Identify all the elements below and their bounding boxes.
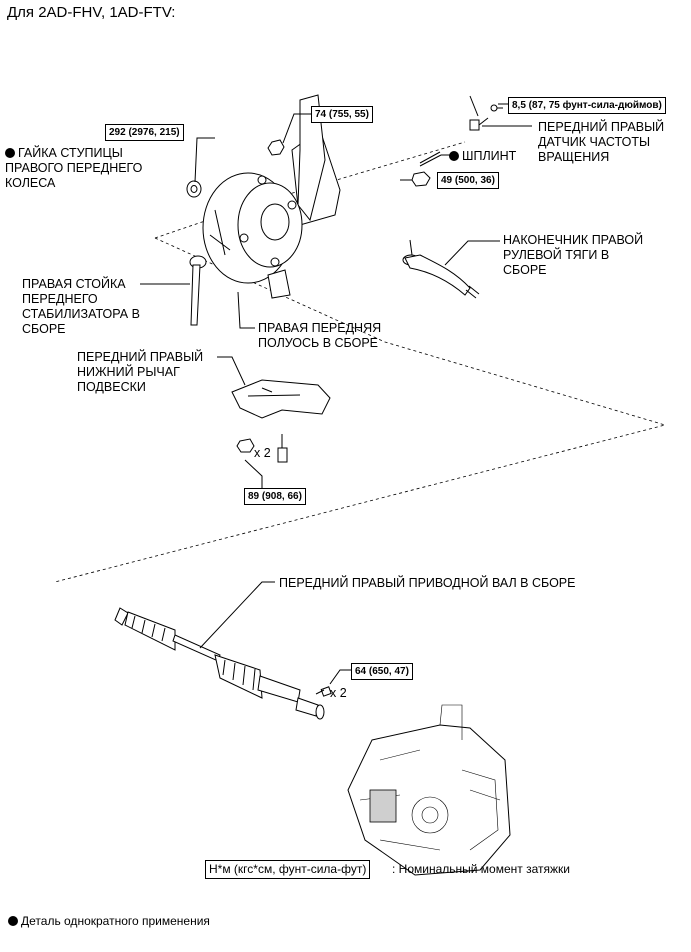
label-qty-drive-shaft: x 2 (330, 686, 347, 700)
label-hub-nut: ГАЙКА СТУПИЦЫ ПРАВОГО ПЕРЕДНЕГО КОЛЕСА (5, 146, 143, 190)
torque-speed-sensor: 8,5 (87, 75 фунт-сила-дюймов) (508, 97, 666, 114)
label-drive-shaft: ПЕРЕДНИЙ ПРАВЫЙ ПРИВОДНОЙ ВАЛ В СБОРЕ (279, 576, 576, 590)
assembly-dash-line-lower (54, 237, 667, 583)
stabilizer-link-drawing (189, 255, 207, 326)
knuckle-nut-drawing (267, 139, 285, 156)
torque-drive-shaft: 64 (650, 47) (351, 663, 413, 680)
torque-tie-rod-nut: 49 (500, 36) (437, 172, 499, 189)
torque-knuckle-nut: 74 (755, 55) (311, 106, 373, 123)
label-lower-arm: ПЕРЕДНИЙ ПРАВЫЙ НИЖНИЙ РЫЧАГ ПОДВЕСКИ (77, 350, 204, 394)
transmission-drawing (347, 704, 511, 876)
drive-shaft-bolt-drawing (315, 686, 332, 697)
non-reusable-dot-icon (8, 916, 18, 926)
label-front-axle: ПРАВАЯ ПЕРЕДНЯЯ ПОЛУОСЬ В СБОРЕ (258, 321, 382, 350)
label-speed-sensor: ПЕРЕДНИЙ ПРАВЫЙ ДАТЧИК ЧАСТОТЫ ВРАЩЕНИЯ (538, 120, 665, 164)
lower-arm-drawing (231, 379, 331, 419)
label-tie-rod-end: НАКОНЕЧНИК ПРАВОЙ РУЛЕВОЙ ТЯГИ В СБОРЕ (503, 233, 644, 277)
speed-sensor-drawing (469, 95, 503, 131)
lower-arm-bolt-drawing (236, 434, 288, 463)
label-cotter-pin: ШПЛИНТ (449, 149, 516, 164)
cotter-pin-drawing (419, 151, 442, 167)
page-title: Для 2AD-FHV, 1AD-FTV: (7, 4, 176, 21)
steering-knuckle-drawing (202, 94, 341, 299)
drive-shaft-drawing (114, 607, 325, 720)
legend-non-reusable: Деталь однократного применения (8, 914, 210, 928)
torque-hub-nut: 292 (2976, 215) (105, 124, 184, 141)
tie-rod-end-drawing (402, 239, 480, 299)
non-reusable-dot-icon (449, 151, 459, 161)
label-qty-lower-arm: x 2 (254, 446, 271, 460)
legend-torque-unit-text: : Номинальный момент затяжки (392, 862, 570, 876)
hub-nut-drawing (186, 180, 202, 198)
non-reusable-dot-icon (5, 148, 15, 158)
leader-lines (140, 103, 532, 685)
castle-nut-drawing (411, 171, 431, 187)
label-stabilizer-link: ПРАВАЯ СТОЙКА ПЕРЕДНЕГО СТАБИЛИЗАТОРА В … (22, 277, 140, 336)
torque-lower-arm: 89 (908, 66) (244, 488, 306, 505)
legend-torque-unit-box: Н*м (кгс*см, фунт-сила-фут) (205, 860, 371, 879)
